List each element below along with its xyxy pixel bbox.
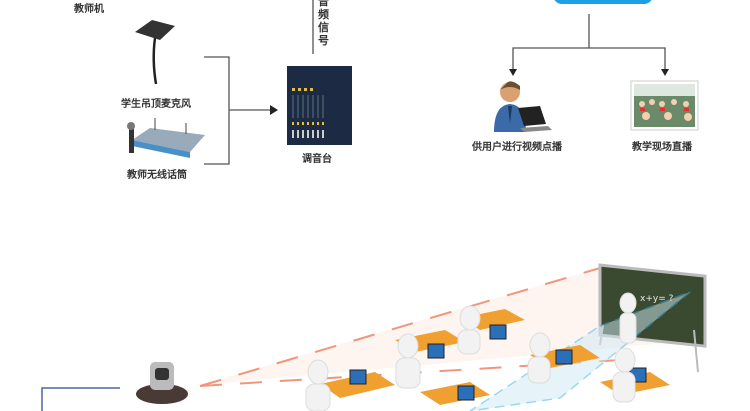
camera-cable: [41, 387, 120, 411]
audio-signal-label: 音频信号: [318, 0, 329, 47]
blackboard-text: x+y= ?: [640, 294, 674, 304]
ceiling-mic-icon: [135, 20, 175, 85]
user-laptop-icon: [494, 81, 552, 132]
server-pill: [554, 0, 652, 4]
student-figures: [305, 292, 637, 411]
vod-label: 供用户进行视频点播: [472, 142, 562, 153]
classroom-photo-icon: [630, 80, 699, 131]
mixer-icon: [287, 66, 352, 145]
wireless-mic-icon: [127, 118, 205, 158]
arrow-to-live: [661, 69, 669, 76]
mixer-label: 调音台: [302, 154, 332, 165]
wireless-mic-label: 教师无线话筒: [127, 170, 187, 181]
arrow-to-vod: [509, 69, 517, 76]
camera-view-cone: [200, 268, 705, 385]
arrow-to-mixer: [270, 105, 278, 115]
ceiling-mic-label: 学生吊顶麦克风: [121, 99, 191, 110]
input-bracket: [204, 56, 270, 165]
live-label: 教学现场直播: [632, 142, 692, 153]
ptz-camera-icon: [136, 362, 188, 404]
distribution-lines: [512, 14, 666, 70]
teacher-pc-label: 教师机: [74, 4, 104, 15]
